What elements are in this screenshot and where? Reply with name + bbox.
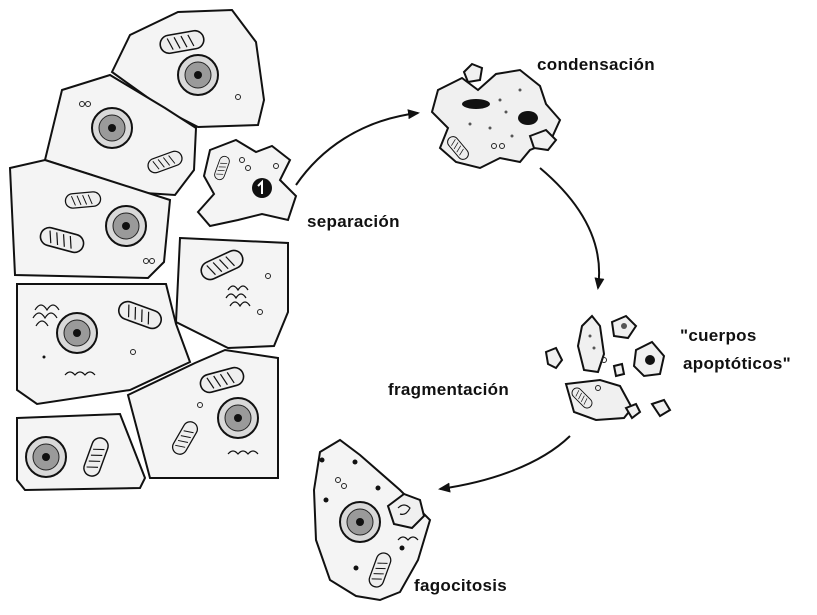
label-condensacion: condensación <box>537 55 655 75</box>
arrow-to-fragmentation <box>540 168 599 288</box>
arrow-to-phagocytosis <box>440 436 570 489</box>
label-cuerpos: "cuerpos <box>680 326 757 346</box>
label-separacion: separación <box>307 212 400 232</box>
apoptotic-bodies <box>546 316 670 420</box>
label-fagocitosis: fagocitosis <box>414 576 507 596</box>
phagocyte-cell <box>314 440 430 600</box>
label-fragmentacion: fragmentación <box>388 380 509 400</box>
separating-cell <box>198 140 296 226</box>
label-apoptoticos: apoptóticos" <box>683 354 791 374</box>
tissue-cluster <box>10 10 288 490</box>
arrow-to-condensation <box>296 113 418 185</box>
condensation-cluster <box>432 64 560 168</box>
